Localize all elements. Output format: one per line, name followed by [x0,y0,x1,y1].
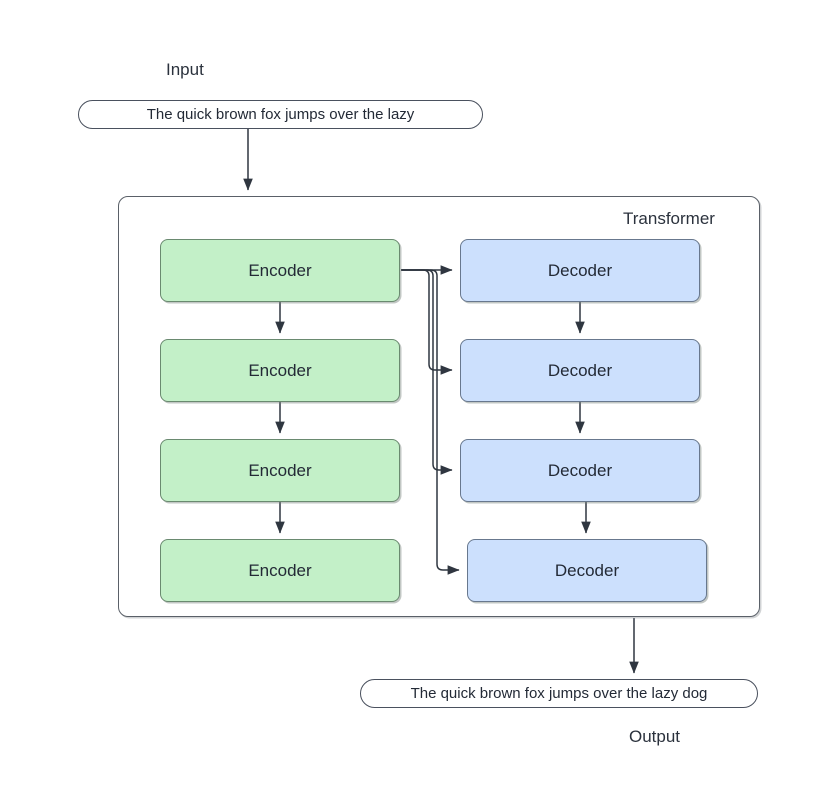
input-text-box[interactable]: The quick brown fox jumps over the lazy [78,100,483,129]
encoder-block-1[interactable]: Encoder [160,239,400,302]
output-text-box[interactable]: The quick brown fox jumps over the lazy … [360,679,758,708]
decoder-block-1[interactable]: Decoder [460,239,700,302]
encoder-block-3[interactable]: Encoder [160,439,400,502]
decoder-block-3[interactable]: Decoder [460,439,700,502]
input-caption: Input [166,60,204,79]
decoder-block-4[interactable]: Decoder [467,539,707,602]
encoder-block-2[interactable]: Encoder [160,339,400,402]
transformer-label: Transformer [623,209,715,228]
decoder-block-2[interactable]: Decoder [460,339,700,402]
encoder-block-4[interactable]: Encoder [160,539,400,602]
output-caption: Output [629,727,681,746]
transformer-container [118,196,760,617]
